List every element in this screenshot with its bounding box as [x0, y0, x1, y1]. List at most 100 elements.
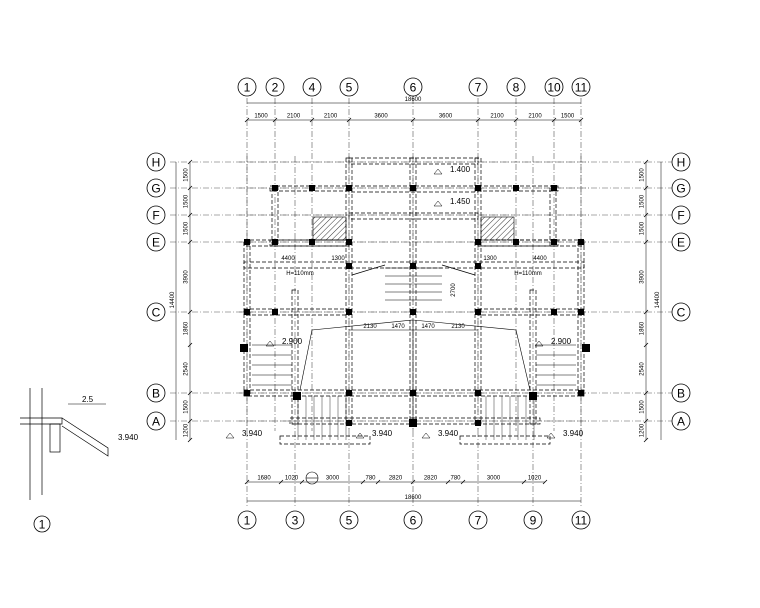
column: [475, 390, 481, 396]
axis-bubble-label: F: [677, 209, 684, 223]
dim-left-chain-text: 3900: [184, 270, 190, 284]
dim-bottom-chain-text: 2820: [389, 476, 403, 482]
column: [529, 392, 537, 400]
dim-inner-text: 4400: [533, 256, 547, 262]
dim-bottom-chain-text: 2820: [424, 476, 438, 482]
axis-bubble-label: 4: [309, 81, 316, 95]
axis-bubble-circle: [146, 302, 166, 322]
column: [582, 344, 590, 352]
beam-outline: [348, 212, 479, 220]
dim-tick: [460, 479, 466, 485]
axis-bubble-circle: [468, 510, 488, 530]
axis-bubble-label: B: [677, 387, 685, 401]
axis-bubble-circle: [146, 178, 166, 198]
dim-tick: [542, 479, 548, 485]
axis-bubble-label: 1: [244, 81, 251, 95]
slab-edge-line: [299, 319, 414, 420]
column: [346, 185, 352, 191]
level-annotation: 3.940: [438, 429, 459, 438]
hatched-shafts: [312, 216, 515, 241]
dim-tick: [643, 390, 649, 396]
columns: [240, 185, 590, 427]
dim-inner-text: 2700: [451, 283, 457, 297]
dim-tick: [187, 239, 193, 245]
level-marker: [265, 340, 275, 347]
column: [475, 420, 481, 426]
detail-slope: [61, 417, 109, 457]
dim-left-chain-text: 1500: [184, 194, 190, 208]
column: [346, 390, 352, 396]
grid-lines: [170, 98, 676, 508]
column: [475, 185, 481, 191]
dim-right-chain-text: 1200: [640, 423, 646, 437]
dim-total-bottom-text: 18600: [405, 495, 422, 501]
axis-bubble-label: 2: [272, 81, 279, 95]
axis-bubble-label: E: [677, 236, 685, 250]
level-annotation: 1.450: [450, 197, 471, 206]
axis-bubble-bottom: 11: [571, 510, 591, 530]
dim-inner-text: 1470: [391, 324, 405, 330]
dim-tick: [187, 185, 193, 191]
dim-top-chain-text: 1500: [561, 114, 575, 120]
dim-total-left-text: 14400: [170, 291, 176, 308]
beam-outline: [291, 289, 299, 425]
axis-bubble-circle: [265, 77, 285, 97]
axis-bubble-bottom: 1: [237, 510, 257, 530]
dim-tick: [244, 479, 250, 485]
dim-left-chain-text: 2540: [184, 362, 190, 376]
axis-bubble-top: 5: [339, 77, 359, 97]
column: [293, 392, 301, 400]
dim-top-chain-text: 1500: [254, 114, 268, 120]
axis-bubble-circle: [285, 510, 305, 530]
axis-bubble-left: G: [146, 178, 166, 198]
axis-bubble-left: E: [146, 232, 166, 252]
slab-edge-line: [441, 264, 476, 276]
axis-bubble-circle: [146, 152, 166, 172]
axis-bubble-left: A: [146, 411, 166, 431]
dim-bottom-chain-text: 3000: [326, 476, 340, 482]
beam-outline: [459, 435, 551, 445]
axis-bubble-label: 1: [244, 514, 251, 528]
column: [309, 239, 315, 245]
column: [272, 309, 278, 315]
column: [551, 309, 557, 315]
column: [346, 239, 352, 245]
dim-inner-text: 2130: [363, 324, 377, 330]
column: [513, 239, 519, 245]
axis-bubble-right: B: [671, 383, 691, 403]
dim-left-chain-text: 1500: [184, 221, 190, 235]
axis-bubble-bottom: 9: [523, 510, 543, 530]
level-marker: [534, 340, 544, 347]
column: [578, 309, 584, 315]
dim-tick: [410, 479, 416, 485]
axis-bubble-label: H: [677, 156, 686, 170]
axis-bubble-top: 1: [237, 77, 257, 97]
level-marker: [546, 432, 556, 439]
axis-bubble-circle: [671, 205, 691, 225]
column: [346, 263, 352, 269]
hatched-shaft: [312, 216, 347, 241]
level-marker: [355, 432, 365, 439]
dim-top-chain-text: 2100: [490, 114, 504, 120]
dim-tick: [187, 437, 193, 443]
axis-bubble-top: 7: [468, 77, 488, 97]
detail-level-text: 3.940: [118, 433, 139, 442]
section-detail: [20, 388, 109, 533]
slab-thickness-right: H=110mm: [514, 271, 541, 277]
detail-mark-label: 1: [39, 518, 46, 532]
axis-bubble-right: F: [671, 205, 691, 225]
dim-right-chain-text: 1500: [640, 221, 646, 235]
beam-outline: [279, 435, 371, 445]
dim-right-chain-text: 3900: [640, 270, 646, 284]
dim-bottom-chain-text: 780: [450, 476, 461, 482]
axis-bubble-top: 6: [403, 77, 423, 97]
dim-tick: [410, 117, 416, 123]
column: [475, 263, 481, 269]
dim-right-chain-text: 1860: [640, 321, 646, 335]
axis-bubble-label: H: [152, 156, 161, 170]
axis-bubble-circle: [403, 510, 423, 530]
axis-bubble-label: A: [677, 415, 685, 429]
slab-edge-line: [412, 319, 531, 391]
column: [409, 419, 417, 427]
level-marker: [225, 432, 235, 439]
